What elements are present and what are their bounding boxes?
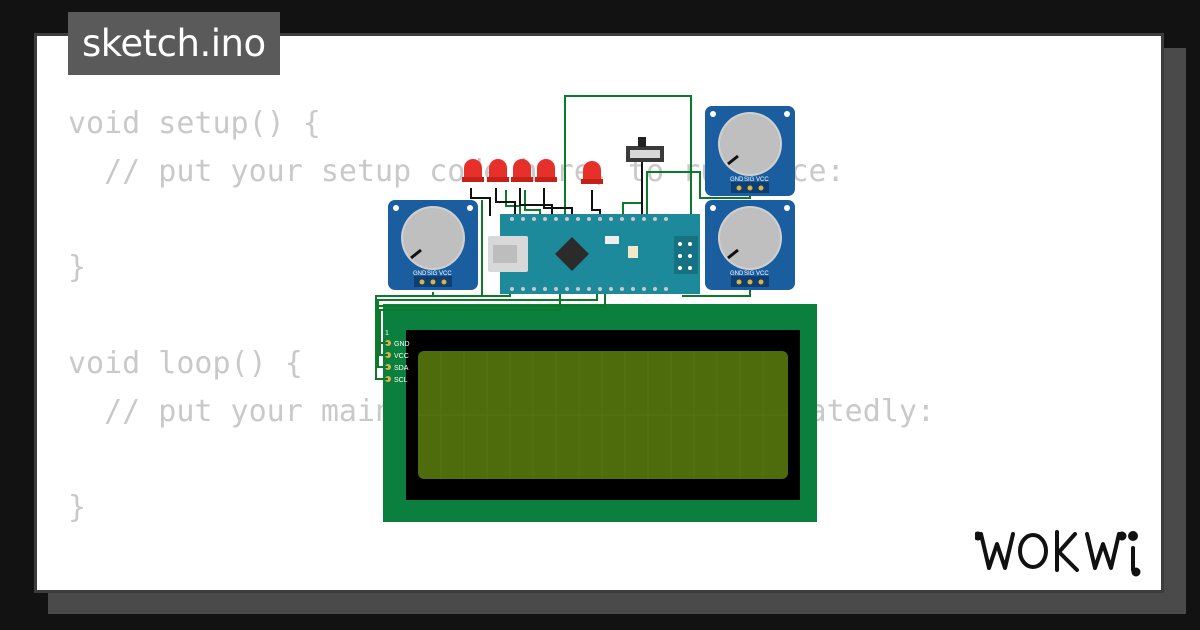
pot-pin-label: SIG [744,177,755,183]
pot-pin-label: SIG [744,271,755,277]
lcd-pin-label: GND [394,341,410,348]
wokwi-logo [975,530,1141,577]
lcd-pixel-grid [418,351,788,479]
potentiometer-left[interactable]: GND SIG VCC [388,200,478,290]
pot-pin-label: GND [413,271,427,277]
led-3[interactable] [511,159,533,182]
lcd-pin-label: SDA [394,365,409,372]
code-line: } [68,250,87,285]
lcd-pin-marker: 1 [385,330,389,337]
lcd-display[interactable]: 1 GND VCC SDA SCL [383,304,817,522]
pot-pin-label: SIG [427,271,438,277]
code-line: } [68,490,87,525]
code-line: void setup() { [68,106,321,141]
pot-pin-label: VCC [439,271,452,277]
code-line: void loop() { [68,346,303,381]
led-4[interactable] [535,159,557,182]
led-5[interactable] [581,161,603,184]
potentiometer-top-right[interactable]: GND SIG VCC [705,106,795,196]
lcd-pin-label: VCC [394,353,409,360]
pot-pin-label: VCC [756,271,769,277]
led-1[interactable] [462,159,484,182]
filename-tab[interactable]: sketch.ino [68,12,280,75]
arduino-nano[interactable] [488,214,700,294]
slide-switch[interactable] [626,137,664,162]
pot-pin-label: VCC [756,177,769,183]
potentiometer-bottom-right[interactable]: GND SIG VCC [705,200,795,290]
led-wires [470,162,643,216]
pot-pin-label: GND [730,177,744,183]
lcd-pin-label: SCL [394,377,408,384]
led-2[interactable] [487,159,509,182]
pot-pin-label: GND [730,271,744,277]
